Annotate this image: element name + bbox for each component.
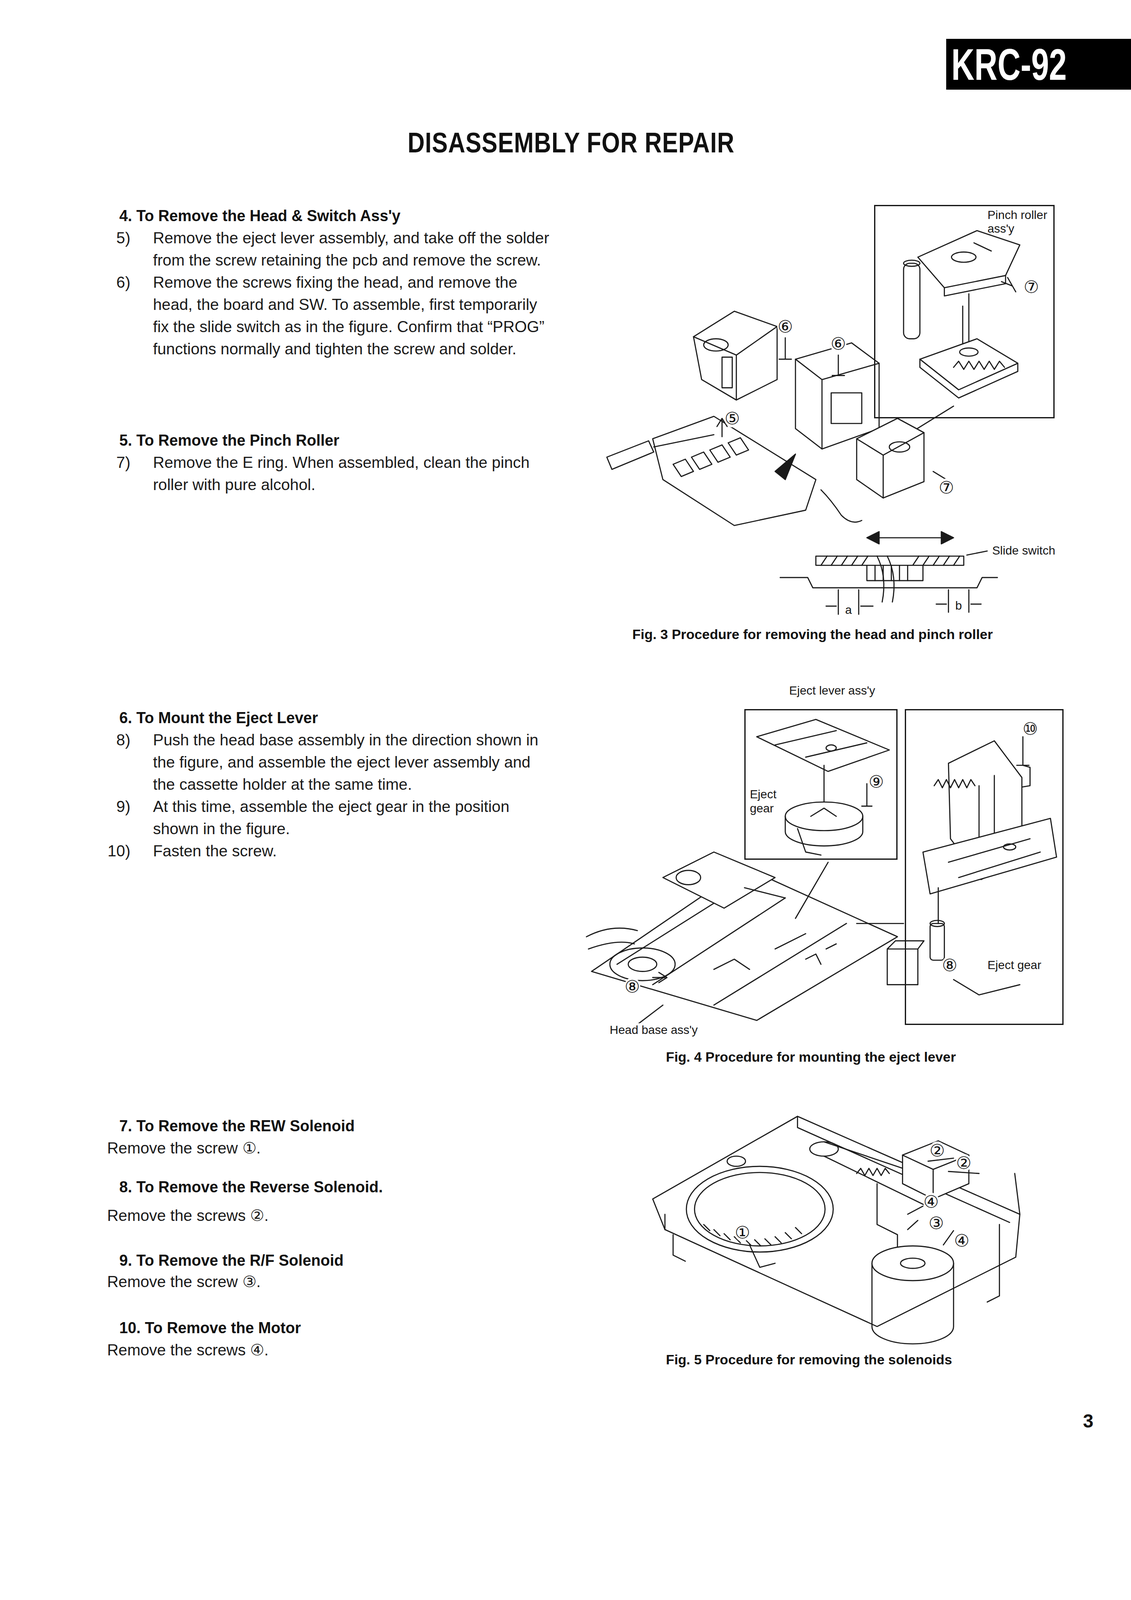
callout-number: ②	[929, 1141, 946, 1160]
step-row: 8) Push the head base assembly in the dir…	[106, 728, 576, 796]
step-row: 7) Remove the E ring. When assembled, cle…	[106, 451, 576, 496]
callout-number: ⑦	[938, 478, 955, 497]
head-assembly-drawing	[606, 311, 947, 526]
step-row: 9) At this time, assemble the eject gear …	[106, 795, 576, 840]
step-text: At this time, assemble the eject gear in…	[153, 795, 557, 840]
page-number: 3	[1082, 1411, 1094, 1431]
part-label: Head base ass'y	[609, 1023, 699, 1037]
step-number: 6)	[106, 271, 131, 294]
callout-number: ③	[928, 1213, 945, 1232]
step-text: Remove the eject lever assembly, and tak…	[153, 227, 557, 272]
callout-number: ⑤	[724, 409, 741, 428]
model-number: KRC-92	[951, 42, 1067, 87]
callout-number: ⑥	[777, 317, 794, 336]
inset-frame: Pinch roller ass'y⑦	[874, 204, 1055, 418]
section-heading: 5. To Remove the Pinch Roller	[106, 429, 576, 452]
callout-number: ④	[923, 1192, 940, 1211]
text-section: 5. To Remove the Pinch Roller7) Remove th…	[106, 429, 576, 496]
callout-number: ⑧	[624, 977, 641, 996]
step-number: 8)	[106, 728, 131, 752]
step-text: Remove the screws ②.	[107, 1204, 269, 1227]
part-label: Eject lever ass'y	[788, 683, 876, 698]
part-label: Eject gear	[749, 787, 787, 815]
deck-drawing	[652, 1116, 1020, 1344]
step-text: Fasten the screw.	[153, 839, 557, 863]
section-heading: 9. To Remove the R/F Solenoid	[119, 1249, 344, 1272]
callout-number: ⑦	[1023, 277, 1040, 296]
step-text: Remove the E ring. When assembled, clean…	[153, 451, 557, 496]
eject-lever-drawing	[887, 736, 1057, 995]
inset-frame: Eject gear ⑨	[744, 708, 898, 860]
step-text: Remove the screws fixing the head, and r…	[153, 271, 557, 361]
dimension-label: b	[954, 598, 963, 613]
step-text: Remove the screw ①.	[107, 1136, 261, 1160]
text-section: 6. To Mount the Eject Lever8) Push the he…	[106, 706, 576, 863]
step-row: 5) Remove the eject lever assembly, and t…	[106, 227, 576, 272]
step-row: 10) Fasten the screw.	[106, 839, 576, 863]
model-tab: KRC-92	[946, 38, 1131, 90]
step-number: 5)	[106, 227, 131, 250]
callout-number: ⑨	[868, 772, 885, 791]
callout-number: ⑥	[830, 334, 847, 353]
dimension-label: a	[844, 603, 853, 617]
step-number: 9)	[106, 795, 131, 818]
slide-switch-detail	[780, 531, 998, 615]
part-label: Pinch roller ass'y	[987, 208, 1070, 236]
section-heading: 6. To Mount the Eject Lever	[106, 706, 576, 729]
part-label: Eject gear	[987, 958, 1042, 972]
callout-number: ①	[734, 1223, 751, 1242]
eject-gear-drawing	[756, 719, 890, 855]
part-label: Slide switch	[991, 543, 1057, 558]
section-heading: 10. To Remove the Motor	[119, 1316, 301, 1339]
callout-number: ④	[953, 1231, 970, 1250]
step-text: Push the head base assembly in the direc…	[153, 728, 557, 796]
chassis-drawing	[586, 851, 904, 1025]
section-heading: 8. To Remove the Reverse Solenoid.	[119, 1175, 384, 1199]
step-row: 6) Remove the screws fixing the head, and…	[106, 271, 576, 361]
callout-number: ②	[955, 1153, 972, 1172]
page-title: DISASSEMBLY FOR REPAIR	[407, 126, 735, 159]
step-text: Remove the screws ④.	[107, 1338, 269, 1362]
section-heading: 4. To Remove the Head & Switch Ass'y	[106, 204, 576, 228]
pinch-roller-drawing	[897, 230, 1021, 441]
figure-caption: Fig. 3 Procedure for removing the head a…	[632, 626, 994, 643]
step-number: 7)	[106, 451, 131, 474]
section-heading: 7. To Remove the REW Solenoid	[119, 1114, 355, 1137]
figure-caption: Fig. 5 Procedure for removing the soleno…	[665, 1351, 952, 1368]
step-text: Remove the screw ③.	[107, 1270, 261, 1293]
figure-caption: Fig. 4 Procedure for mounting the eject …	[665, 1048, 956, 1065]
callout-number: ⑧	[941, 956, 958, 974]
inset-frame: ⑩ ⑧ Eject gear	[904, 708, 1064, 1026]
text-section: 4. To Remove the Head & Switch Ass'y5) Re…	[106, 204, 576, 361]
step-number: 10)	[106, 839, 131, 863]
callout-number: ⑩	[1022, 719, 1039, 738]
